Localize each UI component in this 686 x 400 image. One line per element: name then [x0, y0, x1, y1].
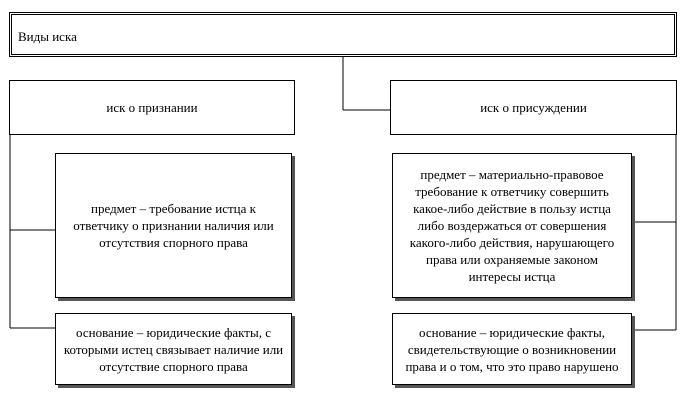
right-title-label: иск о присуждении	[480, 100, 587, 115]
root-label: Виды иска	[18, 29, 77, 44]
root-box-claim-types: Виды иска	[9, 12, 677, 57]
left-subject-text: предмет – требование истца к ответчику о…	[73, 201, 274, 250]
right-basis-box: основание – юридические факты, свидетель…	[392, 313, 632, 385]
left-basis-text: основание – юридические факты, с которым…	[63, 324, 284, 374]
left-title-label: иск о признании	[106, 100, 198, 115]
right-title-box: иск о присуждении	[390, 80, 677, 135]
left-basis-box: основание – юридические факты, с которым…	[55, 313, 292, 385]
right-basis-text: основание – юридические факты, свидетель…	[405, 324, 619, 374]
left-title-box: иск о признании	[9, 80, 295, 135]
right-subject-box: предмет – материально-правовое требовани…	[392, 153, 632, 298]
left-subject-box: предмет – требование истца к ответчику о…	[55, 153, 292, 298]
right-subject-text: предмет – материально-правовое требовани…	[409, 167, 615, 284]
